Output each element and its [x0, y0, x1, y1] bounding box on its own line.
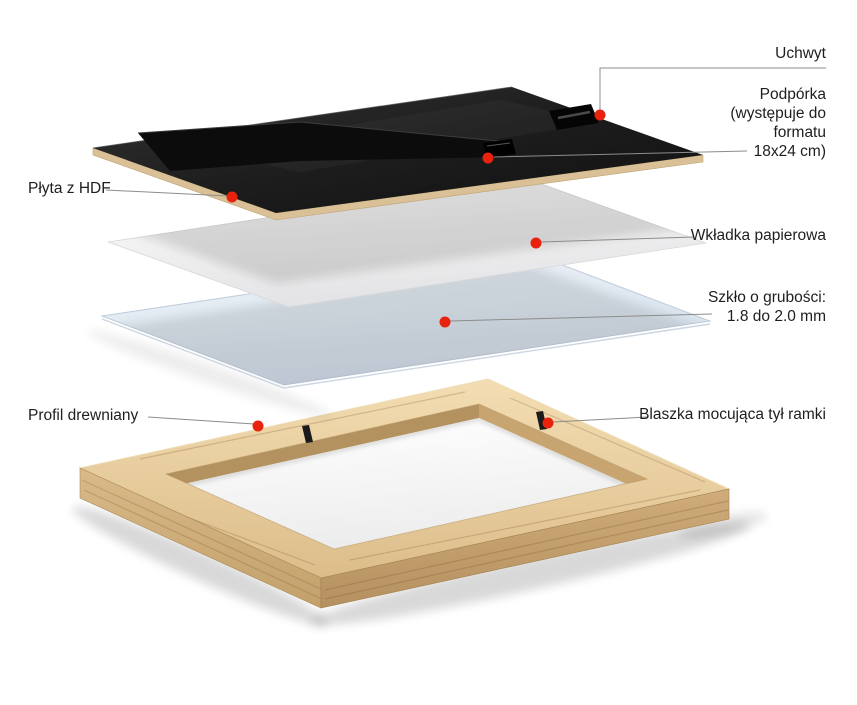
leader-lines	[105, 67, 826, 425]
glass-shadow	[87, 330, 333, 418]
leader-line-profil	[147, 416, 255, 425]
label-podporka: Podpórka (występuje do formatu 18x24 cm)	[730, 86, 826, 160]
frame-inner-wall-nw	[166, 404, 479, 488]
stand-leg	[137, 121, 516, 171]
label-plyta: Płyta z HDF	[28, 180, 111, 197]
wooden-frame	[72, 378, 768, 626]
marker-dot-profil	[252, 420, 264, 432]
fixing-tab-icon	[302, 425, 313, 443]
leader-line-szklo	[449, 313, 713, 322]
frame-front-right-face	[320, 488, 730, 609]
marker-dot-uchwyt	[594, 109, 606, 121]
hanger-clip	[549, 104, 599, 130]
label-uchwyt: Uchwyt	[775, 45, 826, 62]
frame-backing	[166, 418, 647, 563]
leader-line-podporka	[493, 150, 748, 158]
marker-dots	[226, 109, 606, 432]
glass-sheet	[87, 251, 712, 418]
marker-dot-plyta	[226, 191, 238, 203]
label-szklo: Szkło o grubości: 1.8 do 2.0 mm	[707, 289, 826, 325]
label-profil: Profil drewniany	[28, 407, 139, 424]
marker-dot-blaszka	[542, 417, 554, 429]
leader-line-plyta	[105, 189, 229, 197]
leader-line-blaszka	[552, 416, 648, 423]
leader-line-wkladka	[540, 236, 695, 243]
frame-shadow	[310, 522, 750, 626]
leader-line-uchwyt	[599, 67, 826, 112]
label-wkladka: Wkładka papierowa	[690, 227, 826, 244]
label-blaszka: Blaszka mocująca tył ramki	[639, 406, 826, 423]
hdf-board	[92, 86, 704, 221]
wood-grain	[81, 479, 324, 600]
frame-shadow	[72, 506, 328, 626]
marker-dot-podporka	[482, 152, 494, 164]
frame-shadow	[678, 512, 768, 538]
frame-inner-wall-ne	[479, 404, 647, 493]
marker-dot-szklo	[439, 316, 451, 328]
wood-grain	[324, 500, 729, 600]
marker-dot-wkladka	[530, 237, 542, 249]
